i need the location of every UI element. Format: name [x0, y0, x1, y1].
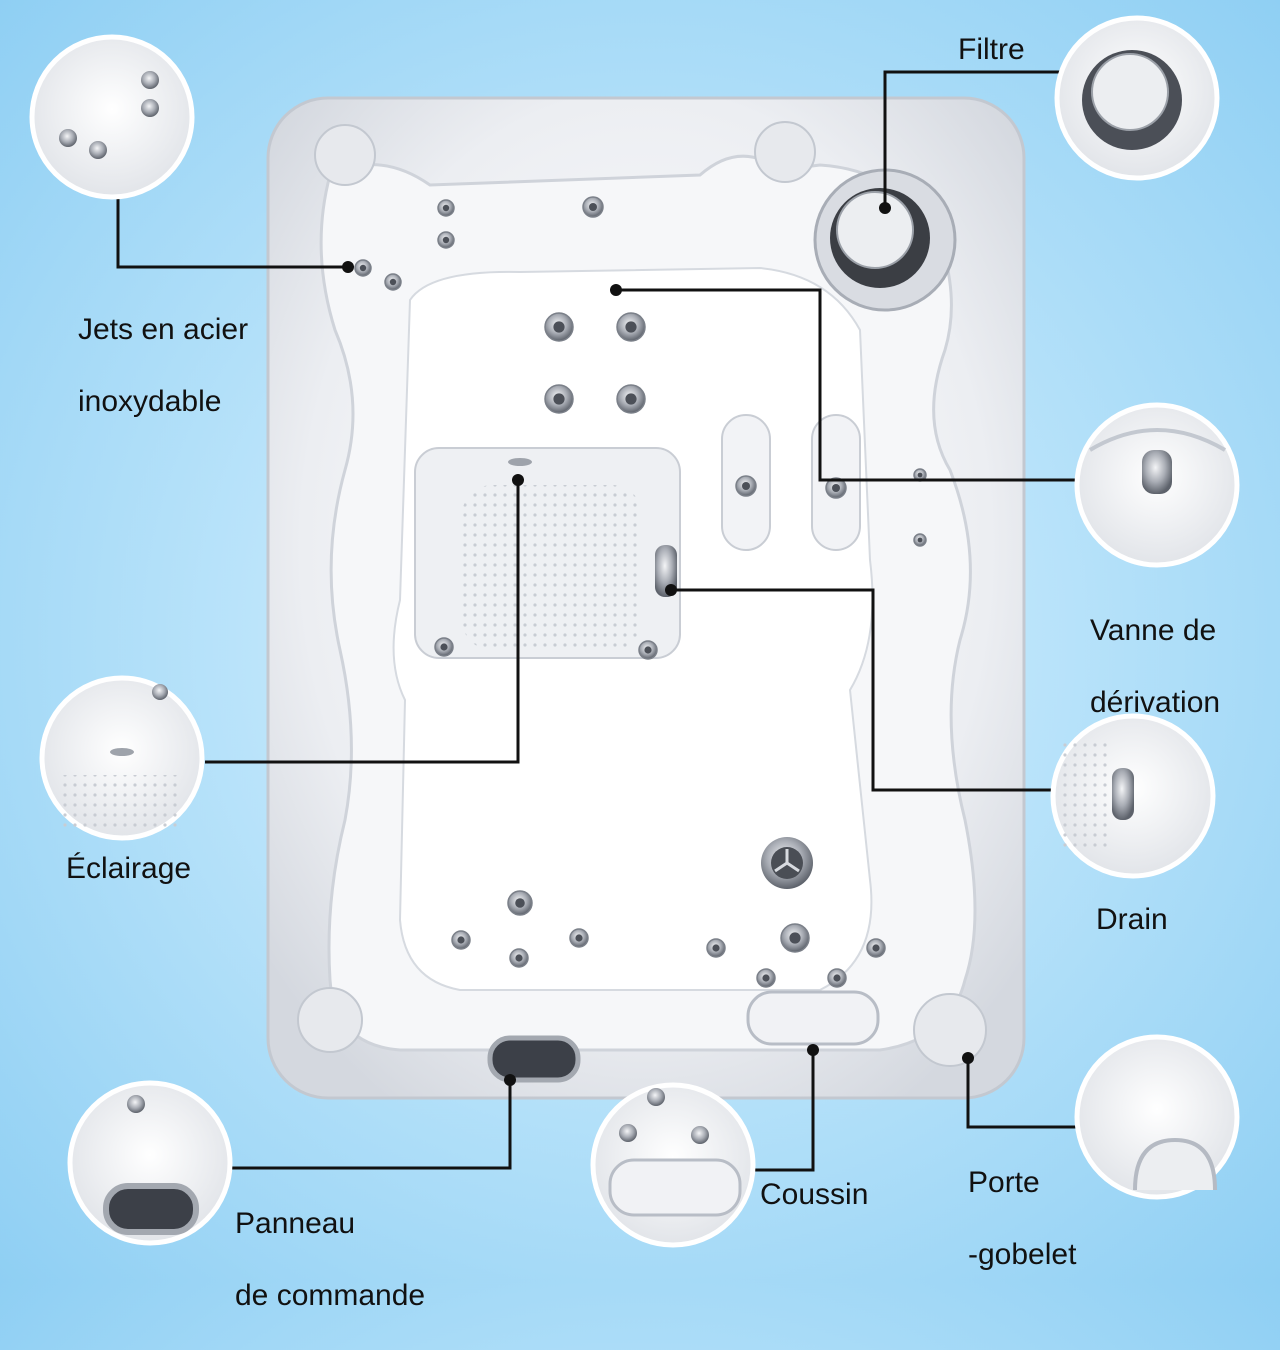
leader-jets	[116, 198, 348, 269]
label-jets: Jets en acier inoxydable	[78, 276, 248, 456]
dot-eclairage	[512, 474, 524, 486]
label-porte: Porte -gobelet	[968, 1129, 1076, 1309]
hot-tub-diagram	[29, 15, 1240, 1248]
dot-vanne	[610, 284, 622, 296]
jet-nozzle-14	[440, 643, 448, 651]
cup-holder-top-left	[314, 124, 376, 186]
filter-cap	[836, 191, 914, 269]
jet-nozzle-15	[644, 646, 652, 654]
cup-holder-top-right	[754, 121, 816, 183]
jet-nozzle-13	[917, 537, 923, 543]
control-panel	[487, 1035, 581, 1083]
leader-dots	[342, 202, 974, 1086]
jet-nozzle-16	[515, 898, 525, 908]
detail-vanne	[1074, 402, 1240, 568]
jet-nozzle-11	[832, 484, 840, 492]
label-filtre: Filtre	[958, 33, 1025, 66]
jet-nozzle-24	[833, 974, 841, 982]
jet-nozzle-2	[442, 236, 450, 244]
jet-nozzle-4	[359, 264, 367, 272]
label-vanne-line-2: dérivation	[1090, 686, 1221, 719]
label-vanne-line-1: Vanne de	[1090, 614, 1217, 647]
label-panneau-line-1: Panneau	[235, 1207, 356, 1240]
detail-drain	[1050, 713, 1216, 879]
dot-coussin	[807, 1044, 819, 1056]
seat-dot-pad	[462, 485, 642, 650]
leader-lines	[116, 70, 1078, 1172]
jet-nozzle-1	[442, 204, 450, 212]
jet-nozzle-22	[872, 944, 880, 952]
jet-nozzle-9	[625, 393, 637, 405]
leader-eclairage	[205, 480, 520, 764]
jet-nozzle-19	[575, 934, 583, 942]
leader-porte	[966, 1058, 1078, 1129]
label-coussin: Coussin	[760, 1178, 869, 1211]
detail-circles	[29, 15, 1240, 1248]
tub-shell	[266, 96, 1026, 1100]
jet-nozzle-18	[515, 954, 523, 962]
detail-eclairage	[39, 675, 205, 841]
drain	[761, 837, 813, 889]
detail-coussin	[590, 1082, 756, 1248]
label-porte-line-1: Porte	[968, 1166, 1040, 1199]
label-eclairage: Éclairage	[66, 852, 192, 885]
leader-vanne	[616, 288, 1078, 482]
label-drain: Drain	[1096, 903, 1168, 936]
jet-nozzle-3	[589, 203, 597, 211]
jet-nozzle-6	[553, 321, 565, 333]
spa-light	[508, 458, 532, 466]
jets	[354, 196, 927, 988]
label-panneau: Panneau de commande	[235, 1170, 425, 1350]
label-panneau-line-2: de commande	[235, 1279, 426, 1312]
dot-porte	[962, 1052, 974, 1064]
dot-filtre	[879, 202, 891, 214]
cup-holder-bottom-left	[297, 987, 363, 1053]
dot-panneau	[504, 1074, 516, 1086]
label-porte-line-2: -gobelet	[968, 1238, 1077, 1271]
jet-nozzle-23	[762, 974, 770, 982]
label-jets-line-2: inoxydable	[78, 385, 222, 418]
jet-nozzle-7	[625, 321, 637, 333]
leader-filtre	[883, 70, 1060, 208]
detail-panneau	[67, 1080, 233, 1246]
jet-nozzle-8	[553, 393, 565, 405]
label-vanne: Vanne de dérivation	[1090, 577, 1220, 757]
leader-coussin	[755, 1050, 815, 1172]
dot-jets	[342, 261, 354, 273]
detail-porte	[1074, 1034, 1240, 1200]
leader-drain	[671, 588, 1053, 792]
pillow	[746, 990, 880, 1046]
jet-nozzle-20	[712, 944, 720, 952]
jet-nozzle-5	[389, 278, 397, 286]
detail-filtre	[1054, 15, 1220, 181]
cup-holder-bottom-right	[913, 993, 987, 1067]
leader-panneau	[232, 1080, 512, 1170]
dot-drain	[665, 584, 677, 596]
diverter-valve	[655, 545, 677, 597]
label-jets-line-1: Jets en acier	[78, 313, 249, 346]
jet-nozzle-12	[917, 472, 923, 478]
jet-nozzle-10	[742, 482, 750, 490]
jet-nozzle-17	[457, 936, 465, 944]
jet-nozzle-21	[789, 932, 801, 944]
detail-jets	[29, 34, 195, 200]
